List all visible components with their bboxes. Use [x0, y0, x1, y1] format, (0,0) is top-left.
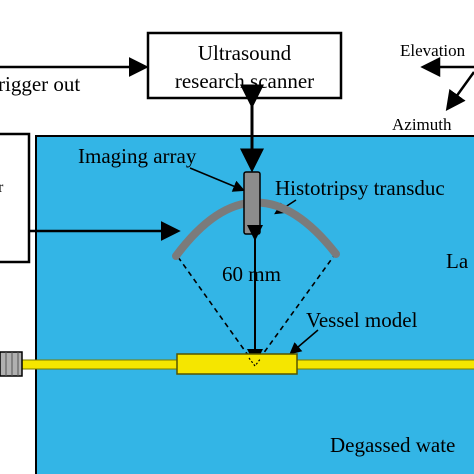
degassed-water-label: Degassed wate: [330, 433, 455, 457]
elevation-label: Elevation: [400, 41, 466, 60]
vessel-model-pointer: [289, 329, 319, 355]
imaging-array-label: Imaging array: [78, 144, 197, 168]
amplifier-label: r: [0, 179, 4, 196]
trigger-out-label: rigger out: [0, 72, 80, 96]
scanner-label-line2: research scanner: [175, 69, 314, 93]
vessel-model-label: Vessel model: [306, 308, 418, 332]
distance-label: 60 mm: [222, 262, 281, 286]
imaging-array-pointer: [189, 167, 246, 192]
azimuth-arrow: [445, 71, 474, 112]
vessel-model: [176, 353, 298, 375]
histotripsy-label: Histotripsy transduc: [275, 176, 445, 200]
azimuth-label: Azimuth: [392, 115, 452, 134]
focal-point-mark: [248, 357, 262, 367]
lab-label: La: [446, 249, 469, 273]
scanner-label-line1: Ultrasound: [198, 41, 292, 65]
focal-cone-left: [177, 256, 256, 366]
tube-connector: [0, 351, 23, 377]
imaging-probe: [243, 171, 261, 235]
amplifier-box: [0, 132, 31, 264]
